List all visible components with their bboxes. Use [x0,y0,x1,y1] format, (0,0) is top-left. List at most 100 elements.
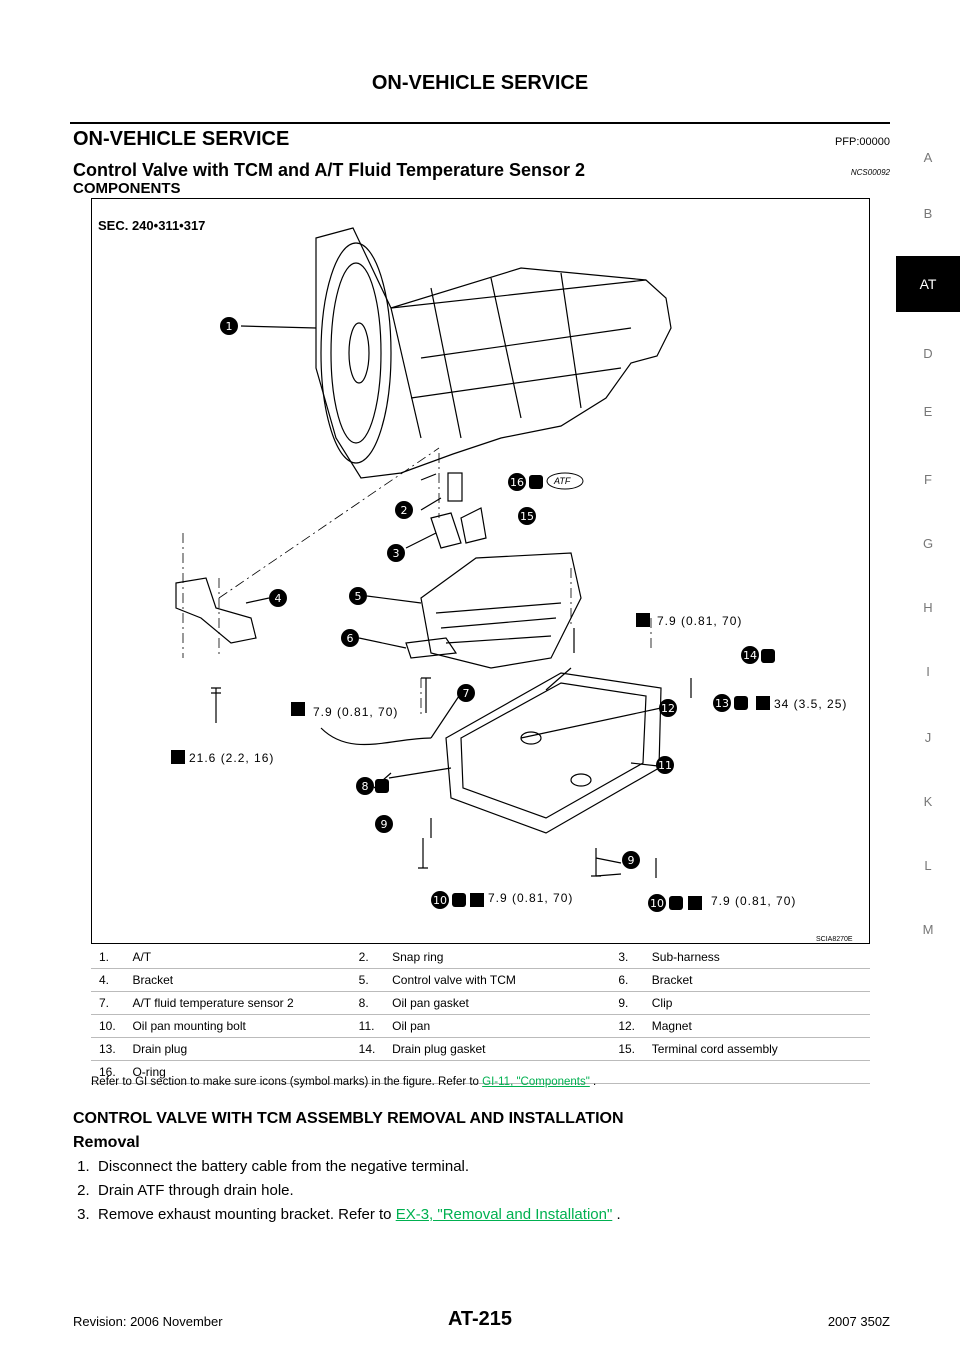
procedure-heading: CONTROL VALVE WITH TCM ASSEMBLY REMOVAL … [73,1110,624,1127]
table-row: 1.A/T 2.Snap ring 3.Sub-harness [91,946,870,969]
legend-text: A/T [132,946,351,969]
svg-text:1: 1 [226,320,233,333]
svg-text:9: 9 [381,818,388,831]
legend-num: 10. [91,1014,133,1038]
svg-text:14: 14 [743,649,757,662]
side-tab-a[interactable]: A [923,150,933,165]
page-number: AT-215 [447,1308,513,1330]
svg-text:8: 8 [362,780,369,793]
side-tab-d[interactable]: D [923,346,933,361]
sensor-wire [320,727,432,746]
callout-9b: 9 [622,851,640,869]
callout-16: 16 [508,473,526,491]
callout-3: 3 [387,544,405,562]
connector-drawing [447,472,463,502]
side-tab-e[interactable]: E [923,404,933,419]
subharness-drawing [430,507,487,549]
callout-14: 14 [741,646,759,664]
svg-text:12: 12 [661,702,675,715]
step-2: 2. Drain ATF through drain hole. [77,1182,294,1199]
svg-text:13: 13 [715,697,729,710]
legend-num: 4. [91,968,133,992]
footer-model: 2007 350Z [827,1314,890,1329]
callout-10b: 10 [648,894,666,912]
parts-legend-table: 1.A/T 2.Snap ring 3.Sub-harness 4.Bracke… [91,946,870,1084]
legend-text: Oil pan gasket [392,991,611,1015]
callout-6: 6 [341,629,359,647]
legend-text: Clip [651,991,870,1015]
legend-text: Drain plug [132,1037,351,1061]
side-tab-m[interactable]: M [922,922,934,937]
side-tab-b[interactable]: B [923,206,933,221]
svg-text:10: 10 [433,894,447,907]
side-tab-f[interactable]: F [924,472,932,487]
ex-3-link[interactable]: EX-3, "Removal and Installation" [395,1206,613,1223]
bracket-6-drawing [405,637,458,659]
atf-mark [546,472,584,490]
legend-num: 5. [350,968,393,992]
callout-7: 7 [457,684,475,702]
svg-text:11: 11 [658,759,672,772]
legend-text: A/T fluid temperature sensor 2 [132,991,351,1015]
side-tab-j[interactable]: J [924,730,932,745]
svg-text:4: 4 [275,592,282,605]
removal-heading: Removal [73,1134,140,1151]
legend-num: 8. [350,991,393,1015]
table-row: 13.Drain plug 14.Drain plug gasket 15.Te… [91,1037,870,1061]
legend-text: Control valve with TCM [392,968,611,992]
legend-num [350,1060,393,1084]
note-text: Refer to GI section to make sure icons (… [91,1076,483,1088]
side-tab-g[interactable]: G [922,536,934,551]
torque-label-sensor: 7.9 (0.81, 70) [313,705,399,719]
legend-text: Oil pan mounting bolt [132,1014,351,1038]
oil-pan-drawing [445,672,662,834]
header-rule [70,122,890,124]
svg-text:5: 5 [355,590,362,603]
torque-icons [171,613,770,910]
svg-text:6: 6 [347,632,354,645]
replace-icons [375,475,775,910]
figure-frame [91,198,870,944]
svg-text:2: 2 [401,504,408,517]
legend-text: Drain plug gasket [392,1037,611,1061]
legend-num: 14. [350,1037,393,1061]
svg-text:15: 15 [520,510,534,523]
callout-5: 5 [349,587,367,605]
legend-text: Bracket [132,968,351,992]
bracket-4-drawing [175,577,257,644]
callout-8: 8 [356,777,374,795]
torque-label-drain-plug: 34 (3.5, 25) [774,697,848,711]
legend-num: 1. [91,946,133,969]
note-end: . [589,1076,597,1088]
torque-label-bolt-a: 7.9 (0.81, 70) [488,891,574,905]
torque-label-bracket: 21.6 (2.2, 16) [189,751,275,765]
footer-revision: Revision: 2006 November [73,1314,223,1329]
table-row: 7.A/T fluid temperature sensor 2 8.Oil p… [91,991,870,1015]
running-header: ON-VEHICLE SERVICE [371,72,589,94]
svg-text:10: 10 [650,897,664,910]
callout-11: 11 [656,756,674,774]
torque-label-bolt-b: 7.9 (0.81, 70) [711,894,797,908]
legend-text: Oil pan [392,1014,611,1038]
callout-15: 15 [518,507,536,525]
subsection-title: Control Valve with TCM and A/T Fluid Tem… [73,160,586,180]
section-title: ON-VEHICLE SERVICE [73,128,290,150]
step-1: 1. Disconnect the battery cable from the… [77,1158,470,1175]
side-tab-at-active[interactable]: AT [896,256,960,312]
side-tab-i[interactable]: I [926,664,930,679]
legend-num: 9. [610,991,652,1015]
control-valve-drawing [420,552,582,669]
side-tab-h[interactable]: H [923,600,933,615]
legend-text: Magnet [651,1014,870,1038]
legend-num: 13. [91,1037,133,1061]
svg-text:3: 3 [393,547,400,560]
transmission-drawing [315,227,672,479]
torque-label-control-valve: 7.9 (0.81, 70) [657,614,743,628]
exploded-diagram: 1 2 3 4 5 6 7 8 9 9 10 10 11 12 13 14 15… [171,227,775,912]
side-tab-k[interactable]: K [923,794,933,809]
gi-11-link[interactable]: GI-11, "Components" [482,1076,590,1088]
side-tab-l[interactable]: L [924,858,932,873]
figure-id: SCIA8270E [816,936,853,943]
legend-num: 2. [350,946,393,969]
step-3: 3. Remove exhaust mounting bracket. Refe… [77,1206,621,1223]
